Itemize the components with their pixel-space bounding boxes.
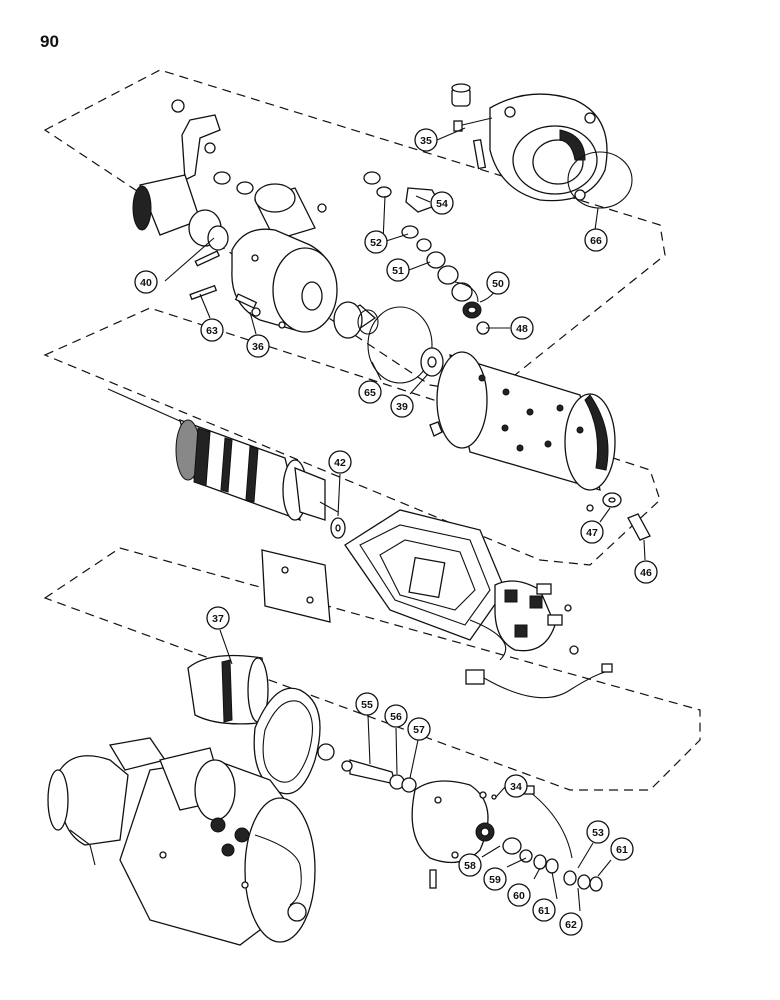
callout-54: 54 bbox=[430, 191, 454, 215]
svg-text:42: 42 bbox=[334, 457, 346, 469]
svg-text:66: 66 bbox=[590, 235, 602, 247]
svg-text:65: 65 bbox=[364, 387, 376, 399]
o-ring-66 bbox=[567, 151, 633, 209]
svg-text:59: 59 bbox=[489, 874, 501, 886]
svg-text:57: 57 bbox=[413, 724, 425, 736]
o-ring-65 bbox=[367, 306, 433, 384]
washer-47 bbox=[586, 492, 622, 512]
svg-text:51: 51 bbox=[392, 265, 404, 277]
callout-42: 42 bbox=[328, 450, 352, 474]
callout-66: 66 bbox=[584, 228, 608, 252]
field-frame bbox=[429, 351, 616, 491]
intermediate-housing bbox=[231, 228, 338, 333]
callout-52: 52 bbox=[364, 230, 388, 254]
callout-59: 59 bbox=[483, 867, 507, 891]
svg-text:58: 58 bbox=[464, 860, 476, 872]
washers-40 bbox=[207, 171, 254, 251]
svg-text:61: 61 bbox=[538, 905, 550, 917]
callout-34: 34 bbox=[504, 774, 528, 798]
pin-small bbox=[472, 138, 487, 170]
svg-text:48: 48 bbox=[516, 323, 528, 335]
svg-text:39: 39 bbox=[396, 401, 408, 413]
drive-sleeve bbox=[254, 183, 327, 241]
svg-text:34: 34 bbox=[510, 781, 522, 793]
bolt-55 bbox=[341, 759, 396, 785]
gasket bbox=[253, 687, 321, 795]
callout-47: 47 bbox=[580, 520, 604, 544]
svg-text:55: 55 bbox=[361, 699, 373, 711]
svg-text:62: 62 bbox=[565, 919, 577, 931]
callout-58: 58 bbox=[458, 853, 482, 877]
callout-39: 39 bbox=[390, 394, 414, 418]
callout-46: 46 bbox=[634, 560, 658, 584]
brush-lead-wire bbox=[465, 663, 613, 699]
callout-62: 62 bbox=[559, 912, 583, 936]
callout-40: 40 bbox=[134, 270, 158, 294]
svg-text:37: 37 bbox=[212, 613, 224, 625]
bolt-36 bbox=[234, 293, 261, 317]
screw-34 bbox=[479, 791, 497, 800]
callout-37: 37 bbox=[206, 606, 230, 630]
svg-text:56: 56 bbox=[390, 711, 402, 723]
drive-end-housing bbox=[489, 93, 608, 202]
bushing-commutator bbox=[317, 743, 335, 761]
washer-42 bbox=[330, 517, 346, 539]
armature-shaft bbox=[107, 388, 339, 522]
callout-57: 57 bbox=[407, 717, 431, 741]
callout-36: 36 bbox=[246, 334, 270, 358]
terminal-stud-46 bbox=[627, 513, 651, 541]
field-coil-assembly bbox=[344, 509, 507, 661]
svg-text:63: 63 bbox=[206, 325, 218, 337]
group-outline-frame bbox=[43, 307, 661, 566]
page-number: 90 bbox=[40, 32, 59, 51]
callout-35: 35 bbox=[414, 128, 438, 152]
callout-51: 51 bbox=[386, 258, 410, 282]
terminal-washers-58-62 bbox=[502, 837, 603, 892]
pole-shoe bbox=[261, 549, 331, 623]
leader-lines bbox=[164, 127, 646, 912]
callout-65: 65 bbox=[358, 380, 382, 404]
bearing-sleeve bbox=[333, 301, 379, 339]
svg-text:53: 53 bbox=[592, 827, 604, 839]
callout-63: 63 bbox=[200, 318, 224, 342]
assembled-starter-motor bbox=[47, 737, 316, 946]
washer-39 bbox=[420, 347, 444, 377]
terminal-wire-53 bbox=[523, 785, 573, 859]
svg-text:52: 52 bbox=[370, 237, 382, 249]
washer-stack-52 bbox=[363, 171, 441, 239]
svg-text:36: 36 bbox=[252, 341, 264, 353]
roll-pins-63 bbox=[189, 250, 221, 301]
brush-holder-plate bbox=[494, 580, 579, 655]
commutator-end-frame bbox=[411, 780, 495, 889]
shift-lever-assembly bbox=[171, 99, 221, 182]
svg-text:40: 40 bbox=[140, 277, 152, 289]
band-cover-37 bbox=[187, 654, 269, 725]
svg-text:61: 61 bbox=[616, 844, 628, 856]
callout-48: 48 bbox=[510, 316, 534, 340]
bushing-top bbox=[451, 83, 471, 107]
callout-55: 55 bbox=[355, 692, 379, 716]
callout-53: 53 bbox=[586, 820, 610, 844]
callout-61-lower: 61 bbox=[532, 898, 556, 922]
group-outline-brush-end bbox=[43, 547, 701, 791]
callout-60: 60 bbox=[507, 883, 531, 907]
callout-61-upper: 61 bbox=[610, 837, 634, 861]
svg-text:60: 60 bbox=[513, 890, 525, 902]
washer-56-57 bbox=[389, 774, 417, 793]
svg-text:54: 54 bbox=[436, 198, 448, 210]
callout-56: 56 bbox=[384, 704, 408, 728]
callout-50: 50 bbox=[486, 271, 510, 295]
svg-text:50: 50 bbox=[492, 278, 504, 290]
bolt-35 bbox=[453, 117, 493, 132]
svg-text:35: 35 bbox=[420, 135, 432, 147]
group-outline-drive-housing bbox=[43, 69, 666, 396]
svg-text:46: 46 bbox=[640, 567, 652, 579]
svg-text:47: 47 bbox=[586, 527, 598, 539]
washers-51-50 bbox=[416, 238, 490, 335]
pinion-drive-gear bbox=[132, 174, 222, 247]
